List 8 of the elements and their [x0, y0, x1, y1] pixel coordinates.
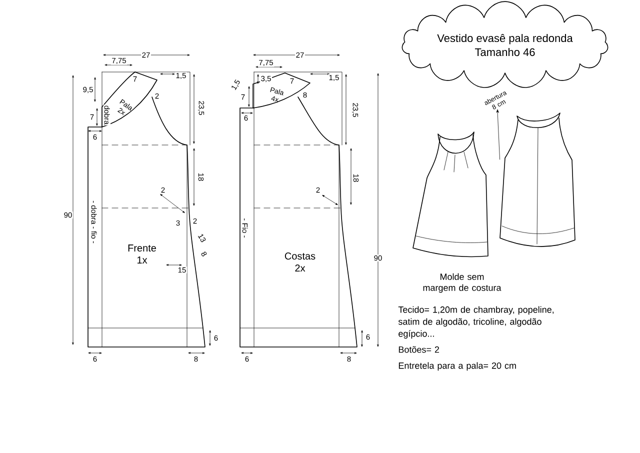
note-text: Entretela para a pala= 20 cm — [398, 362, 516, 371]
title-cloud: Vestido evasê pala redonda Tamanho 46 — [402, 1, 608, 88]
dress-drawing — [412, 132, 488, 258]
note-text: Molde sem margem de costura — [423, 273, 502, 293]
note-text: Botões= 2 — [398, 346, 440, 353]
note-text: Tecido= 1,20m de chambray, popeline, satim de algodão, tricoline, algodão egípcio... — [398, 306, 554, 339]
dress-drawing — [500, 112, 576, 247]
leader-line — [496, 109, 500, 160]
